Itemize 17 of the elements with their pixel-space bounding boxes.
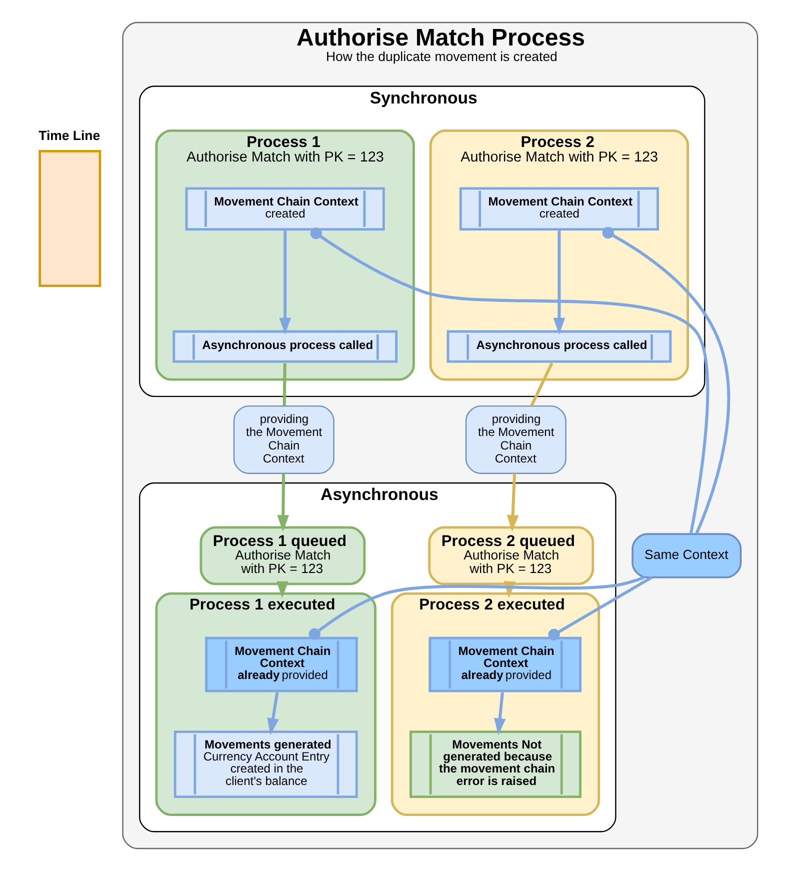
node-box: providing the Movement Chain Context [465,405,566,474]
connector [282,363,286,406]
node-box: Same Context [632,533,742,578]
label: Time Line [38,128,100,144]
arrow [553,230,566,335]
arrow [279,230,291,335]
arrow [494,692,506,736]
connector [308,576,645,640]
arrow [276,581,288,598]
arrow [277,473,289,532]
arrow [504,580,516,598]
node-box: providing the Movement Chain Context [233,405,334,474]
connector [548,576,652,640]
connector [602,226,730,534]
connector [310,227,710,534]
arrow [506,473,519,532]
arrow [267,692,279,736]
